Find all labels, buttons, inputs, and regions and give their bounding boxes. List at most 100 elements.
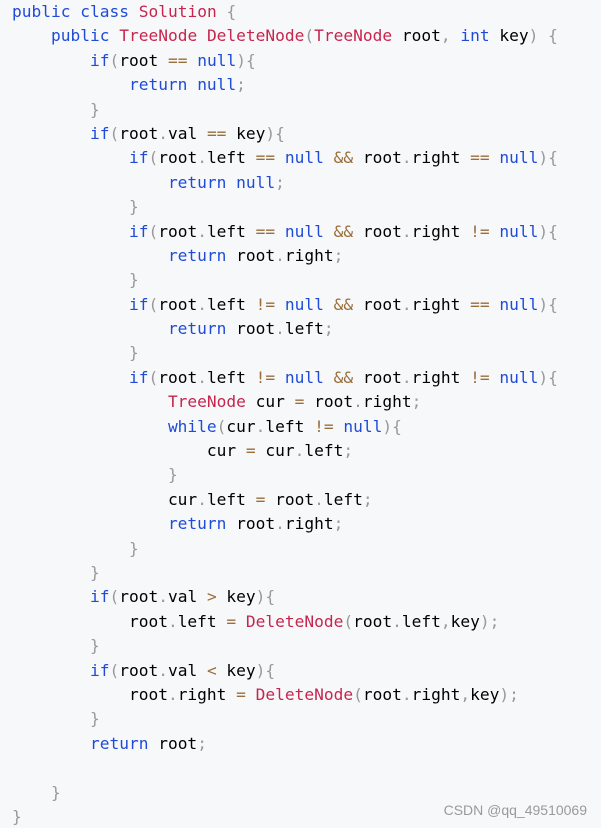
code-token-id [12,295,129,314]
code-token-id [236,612,246,631]
code-token-id: cur [167,489,198,509]
code-token-punct: . [401,148,412,168]
code-token-kw: return [128,75,188,95]
code-token-id [275,368,285,387]
code-token-id [129,2,139,21]
code-token-op: == [167,50,188,70]
code-token-id [324,368,334,387]
code-token-punct: ; [323,319,334,339]
code-line: if(root.left != null && root.right != nu… [12,366,601,390]
code-token-id [275,148,285,167]
code-line: if(root.left != null && root.right == nu… [12,293,601,317]
code-token-punct: { [548,367,558,387]
code-token-punct: ( [216,416,227,436]
code-line: while(cur.left != null){ [12,415,601,439]
code-token-punct: ; [411,392,422,412]
code-token-kw: public [50,26,110,46]
code-token-id [12,417,168,436]
code-line: } [12,537,601,561]
code-token-id: right [411,367,471,387]
code-token-punct: . [158,587,168,607]
code-token-id: root [353,221,402,241]
code-token-id [324,222,334,241]
code-token-id: left [206,294,256,314]
code-token-id [12,685,129,704]
code-token-punct: } [128,343,139,363]
code-token-punct: ) [538,294,549,314]
code-token-type: Solution [138,2,217,21]
code-token-punct: . [275,245,285,265]
code-token-id: right [284,245,334,265]
code-token-op: != [255,294,276,314]
code-token-op: > [206,587,217,607]
code-token-op: == [255,221,276,241]
code-token-id: left [206,489,256,509]
code-token-punct: { [548,26,558,46]
code-token-punct: ) [538,148,549,168]
code-token-id: right [362,392,412,412]
code-token-punct: ; [343,441,354,461]
code-token-type: TreeNode [314,26,393,46]
code-token-punct: ; [236,75,246,95]
code-token-op: == [255,148,276,168]
code-token-id: cur [245,392,295,412]
code-token-id [334,417,344,436]
code-token-punct: ) [255,660,266,680]
code-token-id [538,26,548,45]
code-token-id [324,295,334,314]
code-token-punct: ( [353,684,363,704]
code-token-punct: . [392,611,402,631]
code-token-id [12,222,129,241]
code-token-punct: . [275,514,285,534]
code-token-id [70,2,80,21]
code-token-id: cur [255,441,295,461]
code-token-id [12,173,168,192]
code-line: root.right = DeleteNode(root.right,key); [12,683,601,707]
code-line: } [12,634,601,658]
code-line: } [12,561,601,585]
code-token-id: root [158,148,198,168]
code-token-kw: null [499,148,539,168]
code-token-op: != [470,221,490,241]
code-token-id: root [158,367,198,387]
code-line: } [12,341,601,365]
code-token-op: != [255,367,276,387]
code-token-id [226,173,236,192]
code-token-id: root [128,611,168,631]
code-token-id: left [401,611,441,631]
code-token-id: root [353,611,393,631]
code-token-punct: } [89,636,100,656]
code-token-punct: ) [382,416,393,436]
code-token-id [12,490,168,509]
code-token-punct: { [548,221,558,241]
code-token-id: root [226,514,276,534]
code-line: if(root.val == key){ [12,122,601,146]
code-token-id: cur [226,416,256,436]
code-token-id: root [226,245,276,265]
code-token-punct: } [89,709,100,729]
code-token-id: val [167,587,207,607]
code-token-id: key [216,587,256,607]
code-line: cur.left = root.left; [12,488,601,512]
code-token-kw: null [284,294,324,314]
code-token-id: left [206,367,256,387]
code-token-punct: . [314,489,324,509]
code-line: TreeNode cur = root.right; [12,390,601,414]
code-token-punct: ; [275,172,285,192]
code-token-id: root [353,294,402,314]
code-line: return root.right; [12,244,601,268]
code-line: } [12,707,601,731]
code-token-punct: ( [343,611,354,631]
code-token-id: root [148,733,198,753]
code-token-id [490,295,500,314]
code-token-punct: ) [538,367,549,387]
code-token-kw: if [128,148,149,168]
code-token-punct: ) [538,221,549,241]
code-token-kw: return [167,172,227,192]
code-token-id: key [450,611,480,631]
code-token-id [12,587,90,606]
code-line: } [12,805,601,828]
code-token-kw: null [284,367,324,387]
code-token-op: = [255,489,266,509]
code-token-id [12,539,129,558]
